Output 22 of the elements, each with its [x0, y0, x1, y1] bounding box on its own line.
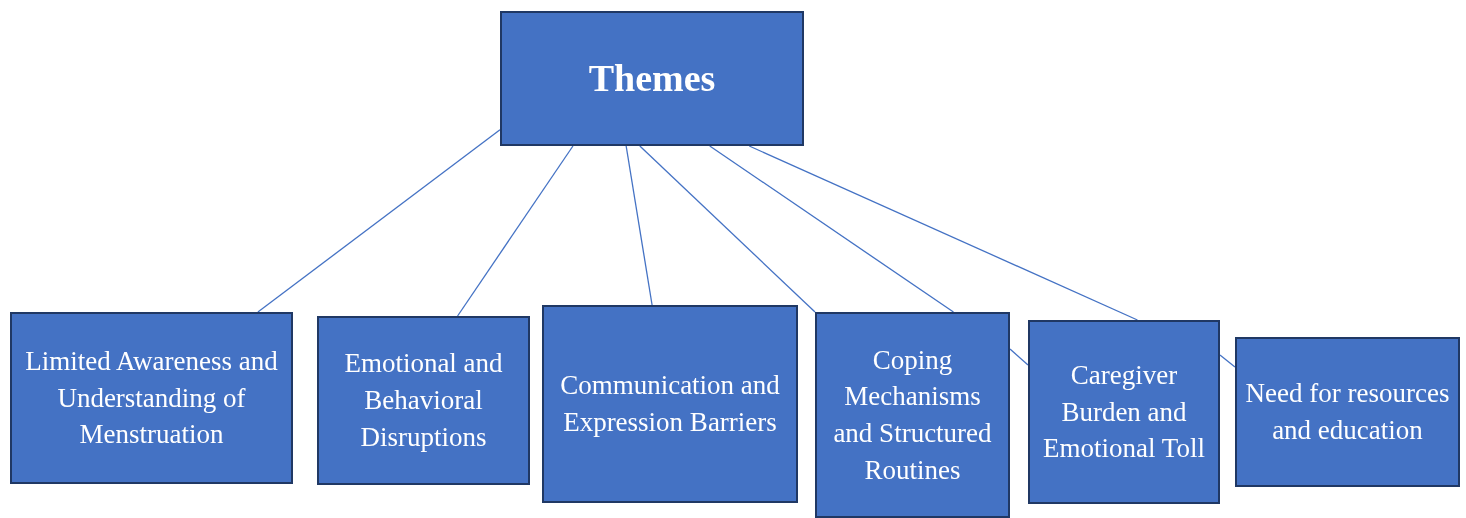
theme-text: Caregiver Burden and Emotional Toll [1042, 358, 1206, 466]
connector-line [639, 145, 816, 313]
connector-line [1219, 354, 1236, 368]
title-text: Themes [588, 55, 716, 101]
theme-text: Communication and Expression Barriers [559, 369, 781, 439]
theme-box [1028, 320, 1220, 504]
theme-text: Coping Mechanisms and Structured Routines [832, 343, 993, 487]
connector-line [456, 145, 574, 317]
theme-box [815, 312, 1010, 518]
connector-line [625, 145, 653, 306]
theme-text: Emotional and Behavioral Disruptions [343, 347, 504, 454]
theme-text: Limited Awareness and Understanding of Menstruation [24, 344, 279, 452]
connector-line [257, 129, 501, 313]
title-box [500, 11, 804, 146]
theme-box [542, 305, 798, 503]
connector-line [748, 145, 1139, 321]
theme-box [317, 316, 530, 485]
theme-text: Need for resources and education [1244, 377, 1451, 447]
theme-box [1235, 337, 1460, 487]
theme-box [10, 312, 293, 484]
connector-line [709, 145, 955, 313]
connector-line [1009, 348, 1029, 366]
